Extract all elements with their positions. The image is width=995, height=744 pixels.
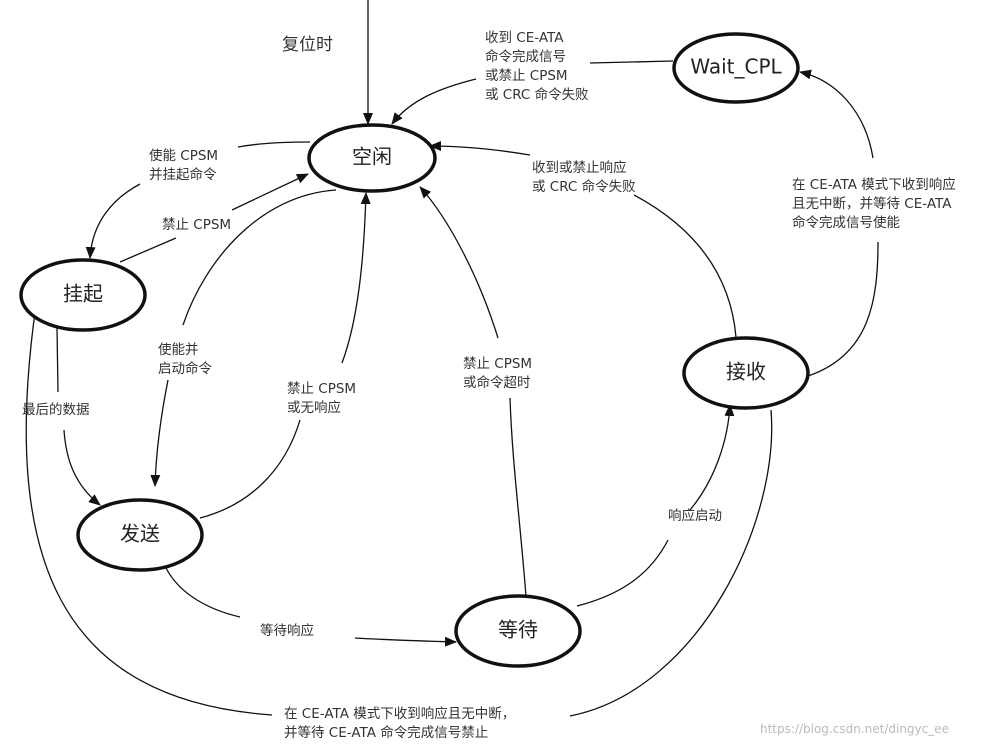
state-label: 等待 [498,618,538,642]
edge-receive-idle [430,146,737,338]
label-idle-send-2: 启动命令 [158,360,212,377]
edge-send-wait [165,567,456,642]
watermark: https://blog.csdn.net/dingyc_ee [760,722,949,736]
label-receive-idle-1: 收到或禁止响应 [532,159,627,176]
edge-idle-send [155,189,337,486]
state-label: 挂起 [63,282,103,306]
label-waitcpl-idle-2: 命令完成信号 [485,48,566,65]
label-wait-idle-2: 或命令超时 [463,374,531,391]
label-receive-waitcpl-3: 命令完成信号使能 [792,214,900,231]
label-send-idle-1: 禁止 CPSM [287,381,356,397]
label-pend-send: 最后的数据 [22,402,90,418]
label-waitcpl-idle-3: 或禁止 CPSM [485,68,568,84]
edge-waitcpl-idle [392,60,674,124]
edge-idle-pend [90,141,311,258]
label-waitcpl-idle-1: 收到 CE-ATA [485,30,564,46]
state-receive: 接收 [682,336,810,410]
edge-pend-idle [119,174,308,263]
state-pend: 挂起 [19,258,147,332]
edge-wait-receive [576,405,730,607]
label-receive-waitcpl-1: 在 CE-ATA 模式下收到响应 [792,176,956,193]
label-reset: 复位时 [282,35,333,55]
state-label: 接收 [726,360,766,384]
edge-send-idle [199,193,366,519]
state-send: 发送 [76,498,204,572]
edge-receive-waitcpl [800,72,879,377]
state-label: Wait_CPL [690,55,782,79]
label-idle-pend-2: 并挂起命令 [149,166,217,183]
label-receive-waitcpl-2: 且无中断，并等待 CE-ATA [792,195,952,212]
label-receive-idle-2: 或 CRC 命令失败 [532,178,636,195]
label-pend-idle: 禁止 CPSM [162,217,231,233]
state-label: 发送 [120,522,160,546]
edge-receive-pend [26,305,773,717]
label-idle-pend-1: 使能 CPSM [149,147,218,164]
label-idle-send-1: 使能并 [158,341,199,358]
label-receive-pend-2: 并等待 CE-ATA 命令完成信号禁止 [284,724,488,741]
state-wait-cpl: Wait_CPL [672,32,800,104]
state-wait: 等待 [454,594,582,668]
label-receive-pend-1: 在 CE-ATA 模式下收到响应且无中断， [284,705,515,722]
label-send-idle-2: 或无响应 [287,399,341,416]
label-waitcpl-idle-4: 或 CRC 命令失败 [485,86,589,103]
edge-wait-idle [420,187,527,597]
label-wait-receive: 响应启动 [668,507,722,524]
state-idle: 空闲 [307,123,437,193]
state-label: 空闲 [352,145,392,169]
label-send-wait: 等待响应 [260,622,314,639]
label-wait-idle-1: 禁止 CPSM [463,356,532,372]
edge-pend-send [56,327,100,505]
